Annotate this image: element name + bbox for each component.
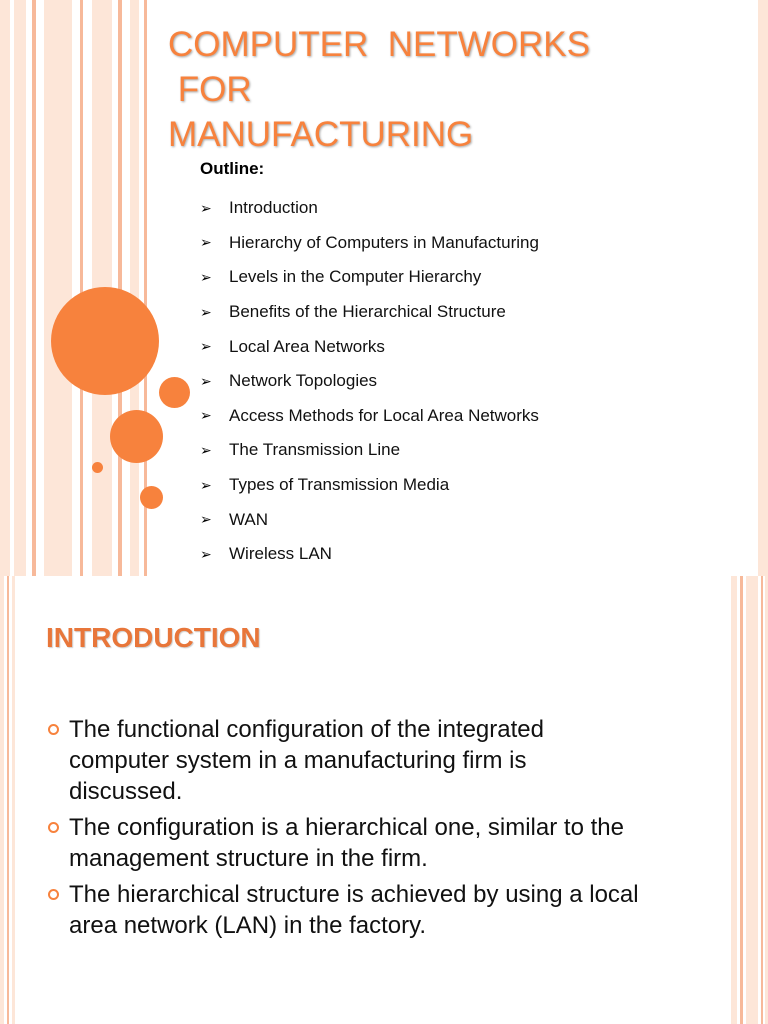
outline-item-label: Wireless LAN	[229, 544, 332, 564]
decorative-circle-medium	[110, 410, 163, 463]
decorative-stripe	[761, 576, 763, 1024]
outline-item: ➢ Hierarchy of Computers in Manufacturing	[200, 226, 539, 261]
outline-item-label: Network Topologies	[229, 371, 378, 391]
arrow-bullet-icon: ➢	[200, 268, 212, 285]
ring-bullet-icon	[48, 822, 59, 833]
arrow-bullet-icon: ➢	[200, 511, 212, 528]
decorative-stripe	[740, 576, 743, 1024]
slide-title-line: MANUFACTURING	[168, 115, 474, 154]
bullet-item: The hierarchical structure is achieved b…	[46, 879, 646, 941]
arrow-bullet-icon: ➢	[200, 407, 212, 424]
arrow-bullet-icon: ➢	[200, 338, 212, 355]
bullet-text: The configuration is a hierarchical one,…	[69, 814, 624, 872]
slide-title-line: FOR	[168, 70, 252, 109]
decorative-stripe	[758, 0, 768, 576]
outline-item-label: The Transmission Line	[229, 440, 401, 460]
decorative-stripe	[14, 0, 26, 576]
decorative-stripe	[0, 0, 10, 576]
outline-item: ➢ Levels in the Computer Hierarchy	[200, 260, 539, 295]
decorative-dot	[92, 462, 103, 473]
outline-item: ➢ Types of Transmission Media	[200, 468, 539, 503]
outline-item: ➢ Introduction	[200, 191, 539, 226]
decorative-stripe	[0, 576, 4, 1024]
decorative-stripe	[7, 576, 9, 1024]
arrow-bullet-icon: ➢	[200, 476, 212, 493]
decorative-stripe	[746, 576, 758, 1024]
outline-item-label: Levels in the Computer Hierarchy	[229, 267, 482, 287]
bullet-item: The configuration is a hierarchical one,…	[46, 812, 646, 874]
arrow-bullet-icon: ➢	[200, 372, 212, 389]
outline-item-label: Local Area Networks	[229, 336, 385, 356]
outline-item: ➢ Access Methods for Local Area Networks	[200, 399, 539, 434]
decorative-stripe	[44, 0, 72, 576]
decorative-stripe	[144, 0, 147, 576]
bullet-list: The functional configuration of the inte…	[46, 714, 646, 946]
decorative-circle-small	[140, 486, 163, 509]
arrow-bullet-icon: ➢	[200, 199, 212, 216]
outline-item: ➢ WAN	[200, 502, 539, 537]
outline-item-label: Hierarchy of Computers in Manufacturing	[229, 232, 539, 252]
decorative-stripe	[130, 0, 139, 576]
outline-item: ➢ Local Area Networks	[200, 329, 539, 364]
bullet-text: The hierarchical structure is achieved b…	[69, 881, 639, 939]
decorative-circle-small	[159, 377, 190, 408]
outline-item-label: Benefits of the Hierarchical Structure	[229, 302, 506, 322]
outline-item: ➢ Network Topologies	[200, 364, 539, 399]
outline-item: ➢ The Transmission Line	[200, 433, 539, 468]
decorative-stripe	[731, 576, 737, 1024]
bullet-item: The functional configuration of the inte…	[46, 714, 646, 807]
decorative-stripe	[12, 576, 15, 1024]
outline-item-label: Introduction	[229, 198, 318, 218]
decorative-stripe	[32, 0, 36, 576]
bullet-text: The functional configuration of the inte…	[69, 716, 544, 805]
arrow-bullet-icon: ➢	[200, 303, 212, 320]
outline-list: ➢ Introduction ➢ Hierarchy of Computers in…	[200, 191, 539, 572]
arrow-bullet-icon: ➢	[200, 441, 212, 458]
decorative-stripe	[118, 0, 122, 576]
decorative-stripe	[80, 0, 83, 576]
outline-item: ➢ Benefits of the Hierarchical Structure	[200, 295, 539, 330]
outline-label: Outline:	[200, 159, 265, 178]
slide-title-line: COMPUTER NETWORKS	[168, 25, 590, 64]
outline-item-label: Types of Transmission Media	[229, 475, 450, 495]
outline-item-label: Access Methods for Local Area Networks	[229, 405, 539, 425]
section-heading: INTRODUCTION	[46, 622, 261, 653]
ring-bullet-icon	[48, 889, 59, 900]
decorative-stripe	[765, 576, 768, 1024]
ring-bullet-icon	[48, 724, 59, 735]
decorative-circle-large	[51, 287, 159, 395]
slide-title-outline: COMPUTER NETWORKS FOR MANUFACTURING Outl…	[0, 0, 768, 576]
outline-item-label: WAN	[229, 509, 269, 529]
slide-introduction: INTRODUCTION The functional configuratio…	[0, 576, 768, 1024]
arrow-bullet-icon: ➢	[200, 234, 212, 251]
arrow-bullet-icon: ➢	[200, 545, 212, 562]
outline-item: ➢ Wireless LAN	[200, 537, 539, 572]
